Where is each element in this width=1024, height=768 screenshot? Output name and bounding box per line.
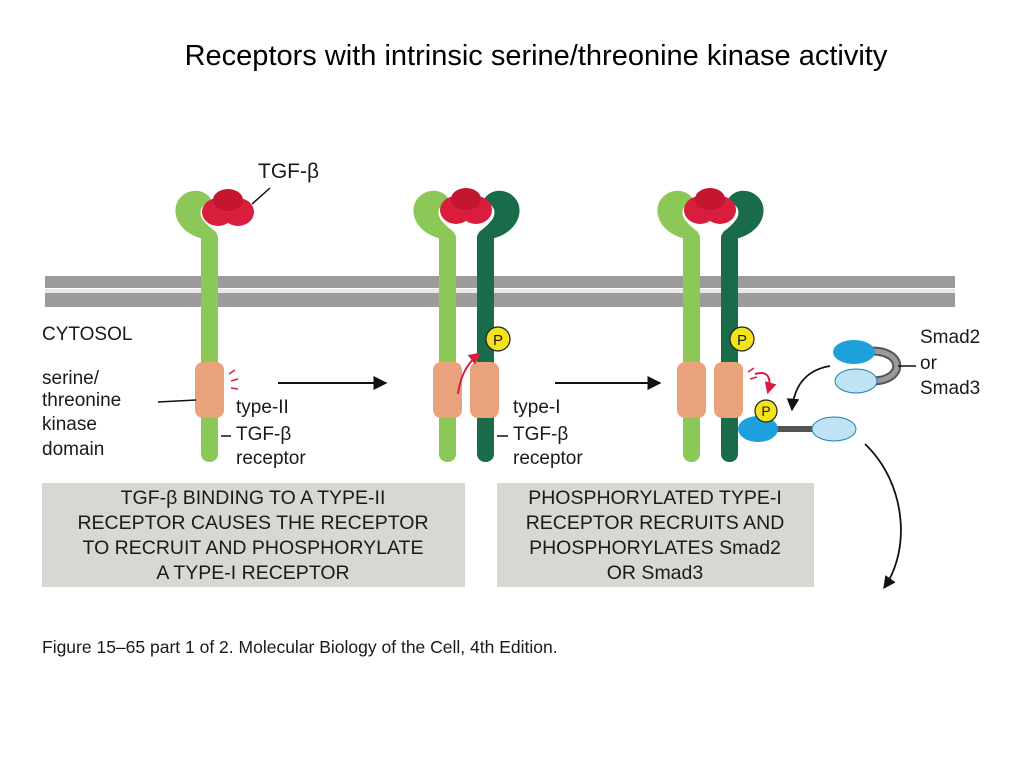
phosphate-label: P (737, 332, 747, 349)
smad-recruitment-arrow (786, 365, 831, 412)
phosphate-icon (729, 326, 755, 352)
smad-label-line: Smad2 (920, 327, 980, 348)
kinase-domain (195, 362, 224, 418)
description-box-left: TGF-β BINDING TO A TYPE-II RECEPTOR CAUS… (42, 483, 465, 587)
slide-title: Receptors with intrinsic serine/threonin… (184, 40, 888, 72)
box-left-line: RECEPTOR CAUSES THE RECEPTOR (77, 512, 428, 534)
box-left-line: TGF-β BINDING TO A TYPE-II (121, 487, 386, 509)
tgf-beta-ligand (202, 189, 254, 226)
type1-label-line: type-I (513, 397, 561, 418)
cytosol-label: CYTOSOL (42, 324, 132, 345)
kinase-label-line: threonine (42, 390, 121, 411)
phosphate-label: P (761, 403, 770, 419)
smad-label: Smad2 or Smad3 (920, 327, 980, 399)
type1-label-line: receptor (513, 448, 583, 469)
activity-spark-icon (747, 367, 758, 380)
activity-spark-icon (228, 369, 239, 390)
phosphorylation-arrow (457, 352, 481, 395)
cell-membrane (45, 276, 955, 307)
type1-receptor-label: type-I TGF-β receptor (513, 397, 583, 469)
box-right-line: RECEPTOR RECRUITS AND (526, 512, 785, 534)
type2-kinase-domain (433, 362, 462, 418)
type2-receptor-stem (201, 230, 218, 462)
phosphate-icon (754, 399, 778, 423)
type2-receptor-label: type-II TGF-β receptor (236, 397, 306, 469)
kinase-label-line: serine/ (42, 368, 100, 389)
box-left-line: TO RECRUIT AND PHOSPHORYLATE (83, 537, 424, 559)
smad-mh1-domain (834, 368, 878, 394)
ligand-label: TGF-β (258, 160, 319, 183)
phosphorylation-arrow (754, 372, 777, 395)
smad-mh2-domain (833, 340, 875, 364)
kinase-label-line: kinase (42, 414, 97, 435)
smad-label-line: or (920, 353, 938, 374)
nucleus-translocation-arrow (864, 443, 902, 590)
type2-label-line: type-II (236, 397, 289, 418)
ligand-pointer (251, 187, 271, 205)
type2-kinase-domain (677, 362, 706, 418)
box-left-line: A TYPE-I RECEPTOR (156, 562, 349, 584)
type2-label-line: TGF-β (236, 424, 291, 445)
type1-kinase-domain (714, 362, 743, 418)
figure-caption: Figure 15–65 part 1 of 2. Molecular Biol… (42, 637, 558, 657)
description-box-right: PHOSPHORYLATED TYPE-I RECEPTOR RECRUITS … (497, 483, 814, 587)
box-right-line: PHOSPHORYLATES Smad2 (529, 537, 781, 559)
kinase-pointer (157, 399, 197, 403)
type1-kinase-domain (470, 362, 499, 418)
type2-receptor-stem (439, 230, 456, 462)
phosphate-icon (485, 326, 511, 352)
tgf-beta-ligand (684, 188, 736, 224)
kinase-label-line: domain (42, 439, 104, 460)
type1-label-line: TGF-β (513, 424, 568, 445)
box-right-line: OR Smad3 (607, 562, 703, 584)
smad-mh2-domain (738, 416, 778, 442)
kinase-domain-label: serine/ threonine kinase domain (42, 368, 121, 460)
tgf-beta-ligand (440, 188, 492, 224)
box-right-line: PHOSPHORYLATED TYPE-I (528, 487, 782, 509)
phosphate-label: P (493, 332, 503, 349)
smad-label-line: Smad3 (920, 378, 980, 399)
smad-mh1-domain (811, 416, 857, 442)
type2-receptor-stem (683, 230, 700, 462)
receptor-complex-2 (413, 188, 520, 462)
free-smad (833, 340, 902, 394)
receptor-complex-3 (657, 188, 916, 590)
type2-label-line: receptor (236, 448, 306, 469)
receptor-complex-1 (157, 187, 271, 462)
bound-smad (738, 399, 857, 442)
